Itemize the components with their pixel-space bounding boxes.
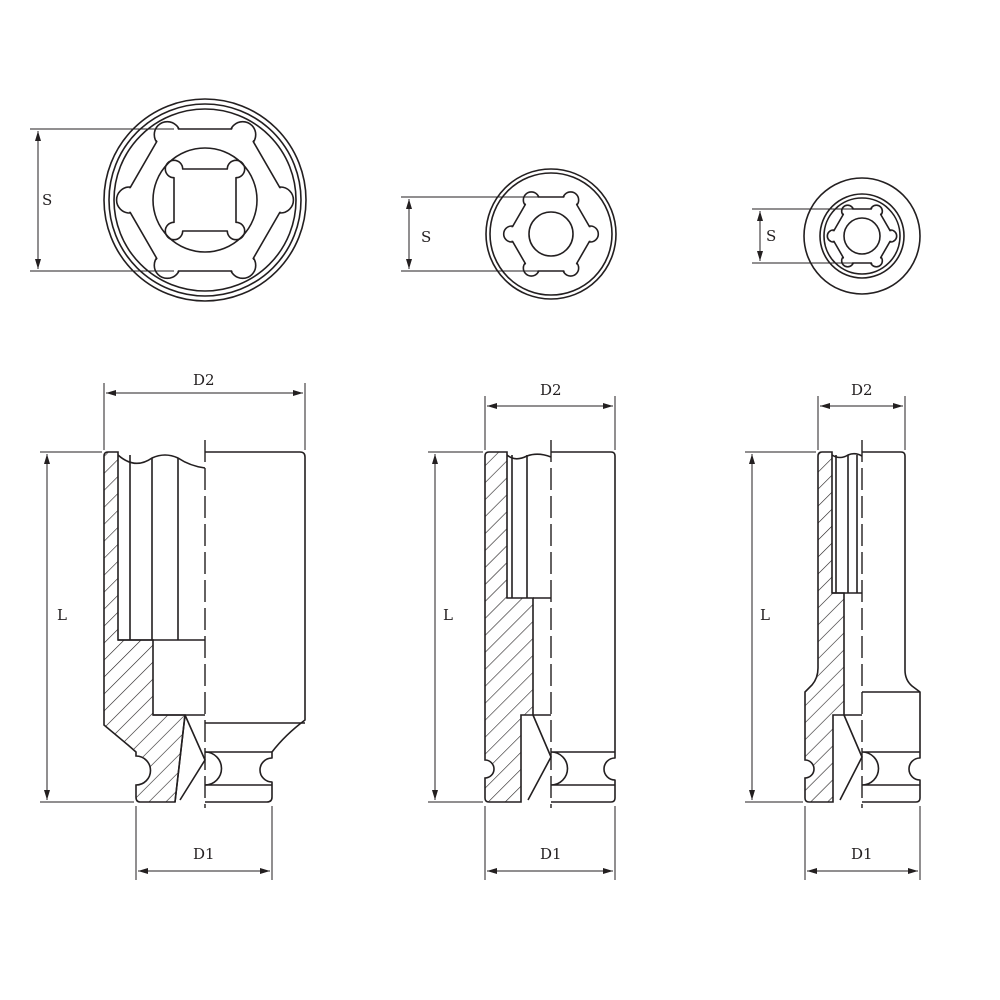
top-view-medium <box>401 168 617 300</box>
square-drive <box>164 159 246 241</box>
hex-lobe-fill <box>524 261 539 275</box>
hex-opening <box>829 208 895 264</box>
s-extension-lines <box>401 196 540 272</box>
hex-lobe-fill <box>155 253 180 278</box>
inner-bore <box>528 211 574 257</box>
d1-label-medium: D1 <box>540 845 562 863</box>
hex-lobe-fill <box>117 188 142 212</box>
top-view-large <box>30 98 307 302</box>
hex-lobe-fill <box>504 227 519 241</box>
section-hatch <box>103 451 186 803</box>
hex-lobe-fill <box>885 231 896 241</box>
top-view-small <box>752 177 921 295</box>
inner-bore <box>843 217 881 255</box>
hex-lobe-fill <box>230 253 255 278</box>
hex-opening <box>507 196 595 272</box>
outer-ring <box>823 197 901 275</box>
d2-label-large: D2 <box>193 371 215 389</box>
hex-lobe-fill <box>583 227 598 241</box>
d2-label-medium: D2 <box>540 381 562 399</box>
outer-ring <box>485 168 617 300</box>
hex-lobe-fill <box>563 193 578 207</box>
side-view-medium: D2 L D1 <box>428 381 616 880</box>
d1-label-large: D1 <box>193 845 215 863</box>
d2-label-small: D2 <box>851 381 873 399</box>
s-label-medium: S <box>421 228 431 246</box>
outer-ring <box>108 103 302 297</box>
s-extension-lines <box>30 128 175 272</box>
section-hatch <box>804 451 845 803</box>
outer-ring <box>819 193 905 279</box>
s-label-large: S <box>42 191 52 209</box>
hex-lobe-fill <box>268 188 293 212</box>
hex-lobe-fill <box>230 122 255 147</box>
hex-lobe-fill <box>524 193 539 207</box>
inner-bore <box>152 147 258 253</box>
hex-lobe-fill <box>871 256 882 266</box>
outer-ring <box>103 98 307 302</box>
s-label-small: S <box>766 227 776 245</box>
outer-ring <box>113 108 297 292</box>
side-view-large: D2 L D1 <box>40 371 306 880</box>
d1-label-small: D1 <box>851 845 873 863</box>
outer-ring <box>489 172 613 296</box>
hex-lobe-fill <box>155 122 180 147</box>
hex-lobe-fill <box>842 206 853 216</box>
l-label-large: L <box>57 606 67 624</box>
s-extension-lines <box>752 208 855 264</box>
l-label-medium: L <box>443 606 453 624</box>
hex-opening <box>122 128 288 272</box>
hex-lobe-fill <box>828 231 839 241</box>
l-label-small: L <box>760 606 770 624</box>
hex-lobe-fill <box>842 256 853 266</box>
section-hatch <box>484 451 534 803</box>
hex-lobe-fill <box>563 261 578 275</box>
side-view-small: D2 L D1 <box>745 381 921 880</box>
hex-lobe-fill <box>871 206 882 216</box>
outer-ring <box>803 177 921 295</box>
